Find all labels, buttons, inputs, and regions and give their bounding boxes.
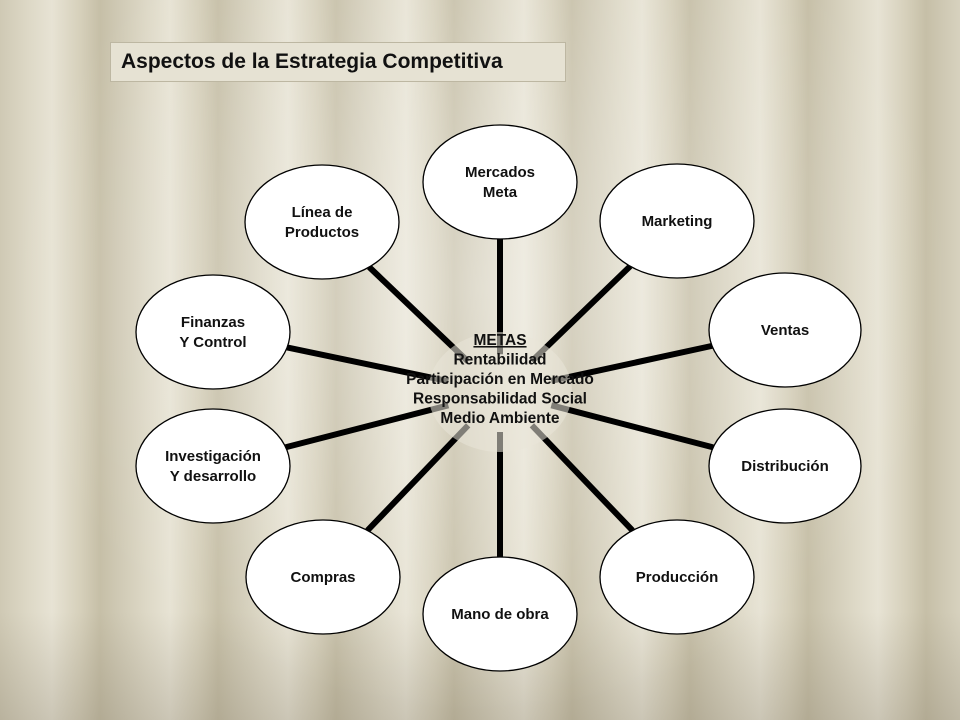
connector-investigacion-desarrollo [284,402,450,451]
node-produccion: Producción [599,519,755,635]
center-goal-line: Rentabilidad [453,352,546,369]
node-label: Mercados [465,164,535,181]
node-ellipse [245,519,401,635]
connector-distribucion [550,402,714,451]
node-linea-productos: Línea de Productos [244,164,400,280]
node-ellipse [135,274,291,390]
node-label: Finanzas [181,314,245,331]
page-title-text: Aspectos de la Estrategia Competitiva [121,50,503,73]
node-label: Y Control [179,334,246,351]
connector-linea-productos [367,264,471,364]
node-label: Línea de [292,204,353,221]
node-distribucion: Distribución [708,408,862,524]
node-label: Ventas [761,322,809,339]
node-ellipse [244,164,400,280]
connector-finanzas-control [286,344,449,385]
node-mano-de-obra: Mano de obra [422,556,578,672]
node-finanzas-control: Finanzas Y Control [135,274,291,390]
node-ventas: Ventas [708,272,862,388]
node-label: Marketing [642,213,713,230]
node-label: Mano de obra [451,606,549,623]
connector-ventas [550,342,713,384]
node-label: Meta [483,184,518,201]
node-ellipse [708,272,862,388]
node-marketing: Marketing [599,163,755,279]
connector-compras [365,423,471,533]
node-label: Y desarrollo [170,468,256,485]
page-title: Aspectos de la Estrategia Competitiva [110,42,566,82]
node-ellipse [422,124,578,240]
node-label: Investigación [165,448,261,465]
node-label: Productos [285,224,359,241]
connector-produccion [529,423,635,533]
connector-marketing [529,264,633,364]
node-ellipse [135,408,291,524]
node-investigacion-desarrollo: Investigación Y desarrollo [135,408,291,524]
node-label: Producción [636,569,719,586]
center-goal-line: Medio Ambiente [440,410,560,427]
node-label: Distribución [741,458,829,475]
node-ellipse [422,556,578,672]
center-heading: METAS [473,332,526,349]
node-ellipse [599,163,755,279]
node-ellipse [708,408,862,524]
node-ellipse [599,519,755,635]
node-label: Compras [290,569,355,586]
center-goal-line: Responsabilidad Social [413,391,587,408]
center-goal-line: Participación en Mercado [406,371,594,388]
center-ellipse [428,332,572,452]
node-compras: Compras [245,519,401,635]
